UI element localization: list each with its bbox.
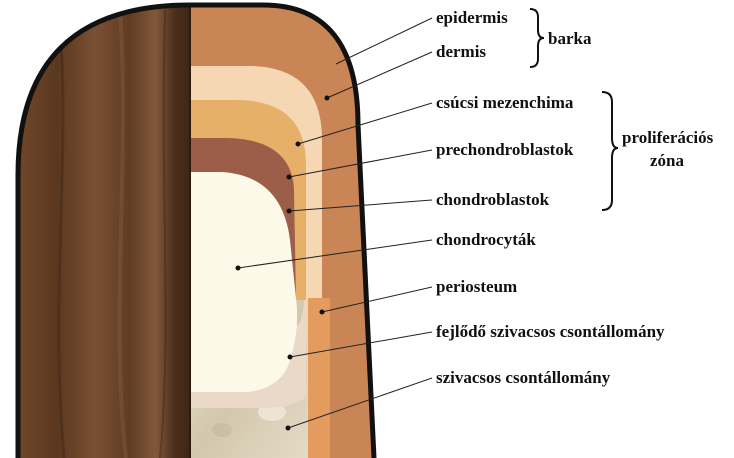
dot-spongy-bone	[286, 426, 291, 431]
label-fejlodo-szivacsos-csontallomany: fejlődő szivacsos csontállomány	[436, 322, 665, 341]
label-csucsi-mezenchima: csúcsi mezenchima	[436, 93, 574, 112]
periosteum-region	[308, 298, 330, 458]
label-szivacsos-csontallomany: szivacsos csontállomány	[436, 368, 611, 387]
leader-epidermis	[336, 18, 432, 64]
dot-dermis	[325, 96, 330, 101]
bone-texture	[212, 423, 232, 437]
label-proliferacios: proliferációs	[622, 128, 714, 147]
label-chondrocytak: chondrocyták	[436, 230, 536, 249]
brace-proliferacios-zona	[602, 92, 618, 210]
label-prechondroblastok: prechondroblastok	[436, 140, 574, 159]
bark-surface	[0, 0, 190, 458]
dot-prechondroblasts	[287, 175, 292, 180]
label-zona: zóna	[650, 151, 685, 170]
dot-chondroblasts	[287, 209, 292, 214]
label-chondroblastok: chondroblastok	[436, 190, 550, 209]
label-periosteum: periosteum	[436, 277, 517, 296]
label-dermis: dermis	[436, 42, 486, 61]
dot-apical-mesenchyme	[296, 142, 301, 147]
dot-developing-spongy-bone	[288, 355, 293, 360]
bud-body	[0, 0, 390, 458]
label-barka: barka	[548, 29, 592, 48]
label-epidermis: epidermis	[436, 8, 508, 27]
brace-barka	[530, 9, 544, 67]
dot-chondrocytes	[236, 266, 241, 271]
dot-periosteum	[320, 310, 325, 315]
